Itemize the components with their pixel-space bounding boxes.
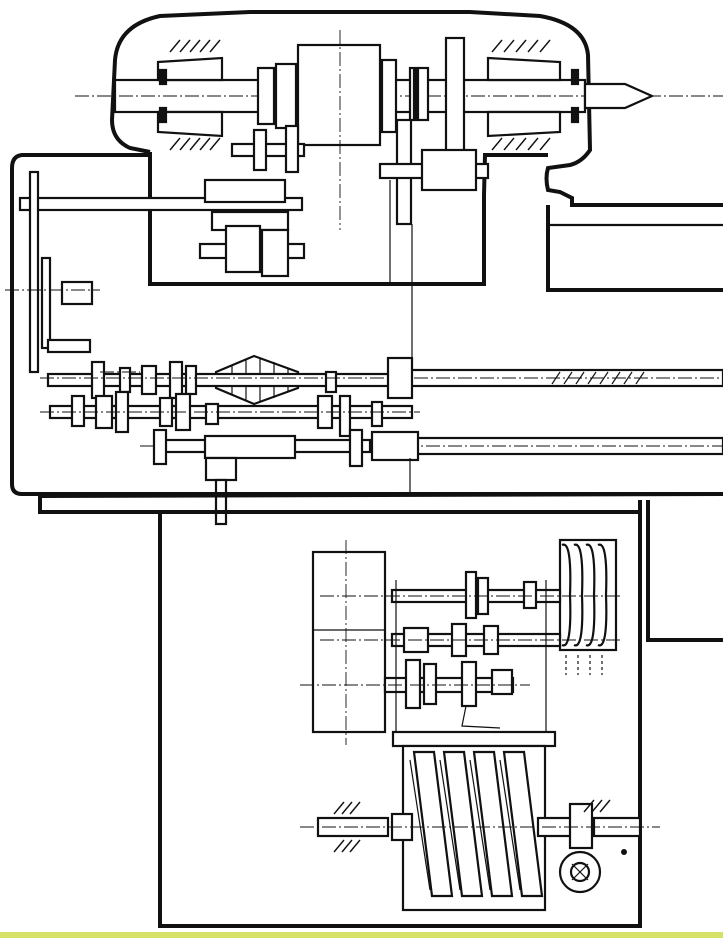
bottom-strip [0, 932, 723, 938]
headstock-housing [109, 10, 723, 207]
bed-way [546, 205, 723, 292]
v-belt-pulley [558, 538, 618, 675]
spindle-gear-large [296, 43, 382, 147]
feed-sleeve [203, 434, 297, 460]
lathe-center [583, 82, 655, 110]
cabinet-outline [158, 512, 642, 928]
lead-screw [408, 368, 723, 388]
worm-housing-top [391, 730, 557, 748]
headstock [18, 10, 723, 370]
lead-screw-and-feed-rod [40, 356, 723, 526]
gearbox-housing [10, 153, 160, 496]
left-bearing [156, 39, 224, 151]
right-bearing [486, 39, 580, 151]
clutch [386, 356, 414, 400]
spindle-flange [444, 36, 466, 154]
motor [311, 550, 387, 734]
worm-gear [409, 750, 544, 898]
base-cabinet [158, 512, 660, 928]
